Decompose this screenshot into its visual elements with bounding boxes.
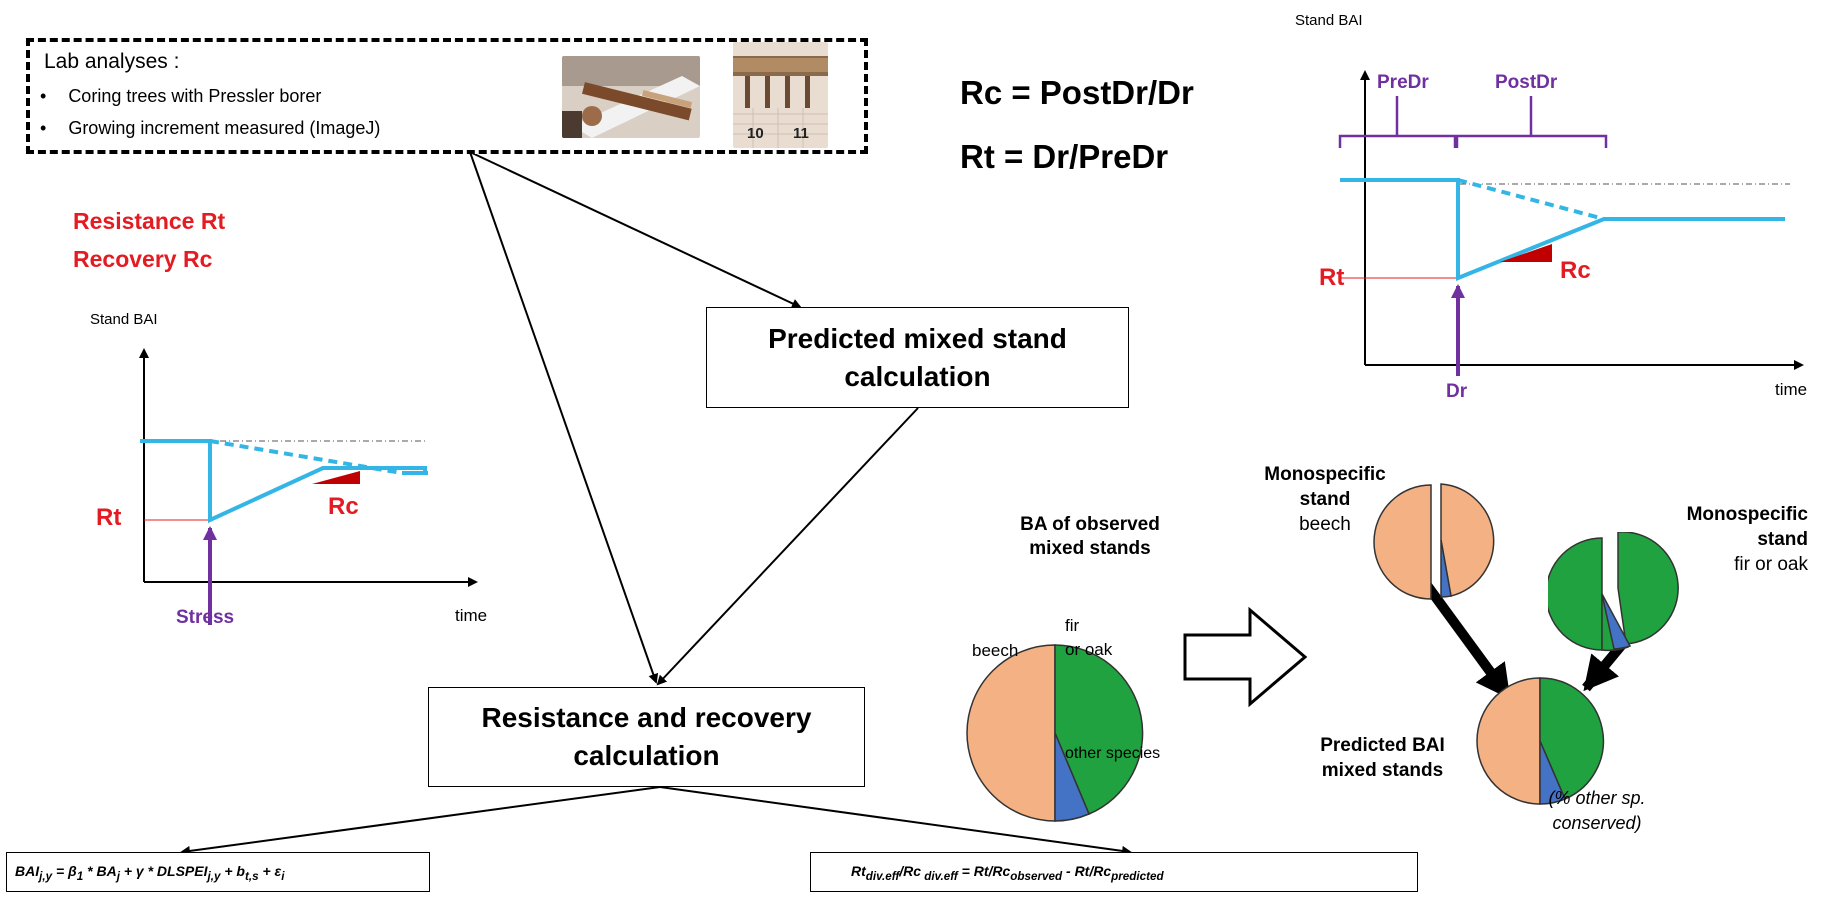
mono-beech-slice-right	[1440, 483, 1495, 597]
mono-fir-slice-right	[1617, 532, 1679, 645]
mono-beech-slice-left	[1373, 484, 1432, 600]
formula-rt: Rt = Dr/PreDr	[960, 138, 1169, 175]
lab-analyses-box: Lab analyses : •Coring trees with Pressl…	[26, 38, 868, 154]
resistance-recovery-box: Resistance and recovery calculation	[428, 687, 865, 787]
predicted-pie-title: Predicted BAI mixed stands	[1320, 735, 1445, 781]
right-rc-triangle	[1500, 244, 1552, 262]
predicted-box-line-2: calculation	[844, 361, 991, 392]
coring-photo-image	[562, 56, 700, 138]
mono-fir-label: Monospecific stand fir or oak	[1686, 504, 1808, 575]
formula-rc: Rc = PostDr/Dr	[960, 74, 1194, 111]
observed-pie-other-slice	[1054, 732, 1090, 822]
photo-number-10: 10	[747, 125, 764, 142]
left-bai-line	[140, 439, 428, 524]
observed-pie-beech-slice	[966, 644, 1056, 822]
observed-pie-title: BA of observed mixed stands	[1020, 514, 1160, 559]
left-graph-rt: Rt	[96, 504, 122, 531]
mono-beech-pie	[1373, 483, 1495, 600]
left-graph-x-label: time	[455, 606, 488, 625]
resistance-box-line-2: calculation	[573, 740, 720, 771]
predicted-pie-beech-slice	[1476, 677, 1541, 805]
legend-recovery: Recovery Rc	[73, 246, 213, 272]
left-rc-triangle	[312, 471, 360, 484]
diversity-effect-formula: Rtdiv.eff/Rc div.eff = Rt/Rcobserved - R…	[851, 863, 1164, 883]
right-graph	[1338, 70, 1804, 376]
arrow-predicted-to-resistance	[656, 407, 919, 686]
left-dashed-line	[209, 439, 403, 475]
arrow-lab-to-resistance	[469, 151, 659, 684]
lab-item-2: •Growing increment measured (ImageJ)	[40, 118, 381, 138]
predicted-box-line-1: Predicted mixed stand	[768, 323, 1067, 354]
left-graph-y-label: Stand BAI	[90, 311, 158, 328]
mono-beech-label: Monospecific stand beech	[1264, 464, 1386, 535]
lab-analyses-title: Lab analyses :	[44, 50, 180, 73]
left-graph	[139, 348, 478, 625]
right-graph-y-label: Stand BAI	[1295, 12, 1363, 29]
resistance-box-line-1: Resistance and recovery	[481, 702, 812, 733]
arrow-lab-to-predicted	[469, 151, 802, 309]
coring-photo	[562, 56, 700, 138]
left-graph-stress: Stress	[176, 607, 235, 628]
mono-fir-pie	[1548, 532, 1679, 652]
increment-photo-image: 10 11	[733, 42, 828, 148]
right-graph-rc: Rc	[1560, 257, 1591, 284]
observed-fir-label: fir or oak	[1065, 616, 1113, 659]
right-bai-line	[1340, 178, 1785, 281]
right-graph-dr: Dr	[1446, 381, 1468, 402]
arrow-to-right-formula	[659, 786, 1132, 856]
left-graph-rc: Rc	[328, 493, 359, 520]
observed-beech-text: beech	[972, 641, 1019, 660]
mono-beech-slice-other	[1440, 539, 1452, 598]
thick-arrow-beech	[1413, 570, 1513, 700]
right-graph-predr: PreDr	[1377, 72, 1429, 93]
observed-pie-fir-slice	[1054, 644, 1144, 815]
right-graph-x-label: time	[1775, 380, 1808, 399]
right-graph-postdr: PostDr	[1495, 72, 1558, 93]
increment-photo: 10 11	[733, 42, 828, 148]
postdr-bracket	[1455, 96, 1608, 148]
predicted-mixed-pie	[1476, 677, 1605, 805]
diversity-effect-formula-box: Rtdiv.eff/Rc div.eff = Rt/Rcobserved - R…	[810, 852, 1418, 892]
observed-mixed-pie	[966, 644, 1144, 822]
mono-fir-slice-left	[1548, 537, 1603, 651]
lab-item-1: •Coring trees with Pressler borer	[40, 86, 322, 106]
right-dashed-line	[1457, 178, 1605, 221]
legend-resistance: Resistance Rt	[73, 208, 226, 234]
predicted-pie-fir-slice	[1539, 677, 1605, 800]
predicted-pie-other-slice	[1539, 740, 1566, 805]
hollow-block-arrow	[1183, 606, 1308, 708]
bai-model-formula-box: BAIj,y = β1 * BAj + γ * DLSPEIj,y + bt,s…	[6, 852, 430, 892]
mono-fir-slice-other	[1601, 593, 1632, 650]
observed-other-label: other species	[1065, 745, 1161, 762]
predicted-pie-note: (% other sp. conserved)	[1548, 788, 1646, 833]
arrow-to-left-formula	[180, 786, 661, 856]
bai-model-formula: BAIj,y = β1 * BAj + γ * DLSPEIj,y + bt,s…	[15, 863, 285, 883]
predicted-mixed-stand-box: Predicted mixed stand calculation	[706, 307, 1129, 408]
right-graph-rt: Rt	[1319, 264, 1345, 291]
predr-bracket	[1338, 96, 1457, 148]
photo-number-11: 11	[793, 125, 809, 142]
